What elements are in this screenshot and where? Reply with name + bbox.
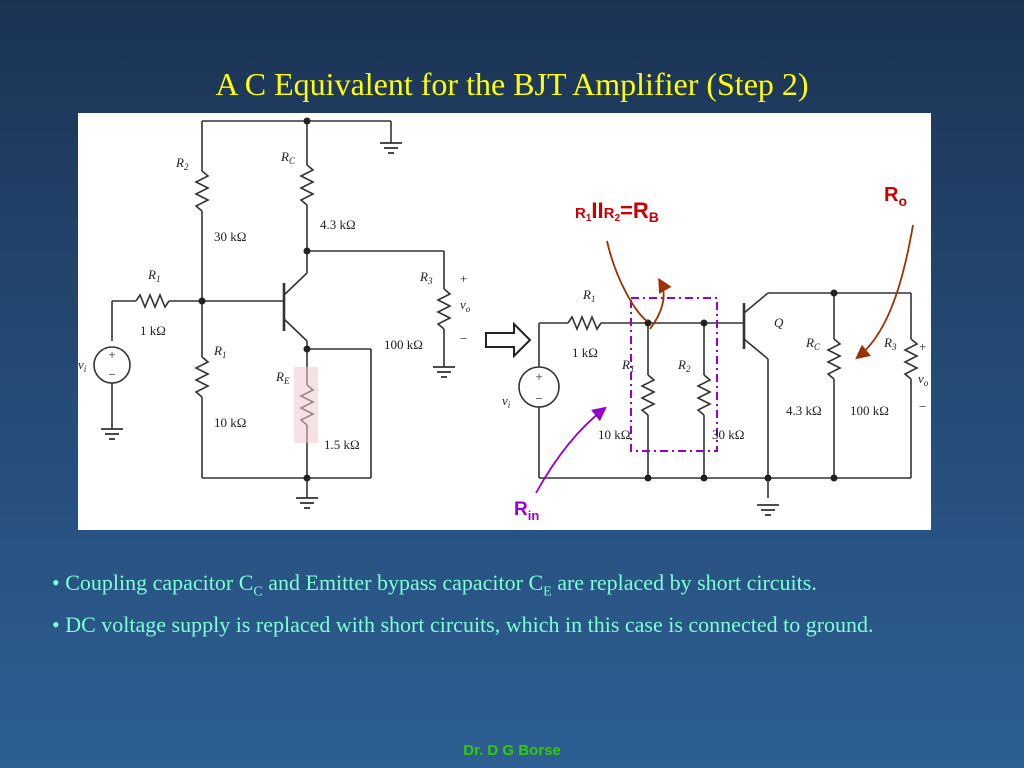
left-junctions (198, 117, 311, 482)
bullet-item: • DC voltage supply is replaced with sho… (52, 612, 874, 638)
right-source-plus: + (535, 369, 542, 384)
left-re-value: 1.5 kΩ (324, 437, 360, 452)
right-r2-resistor (696, 374, 712, 416)
ground-icon (757, 504, 779, 516)
left-r3-label: R3 (419, 269, 433, 286)
right-r2-value: 30 kΩ (712, 427, 744, 442)
right-rs-value: 1 kΩ (572, 345, 598, 360)
right-r2-label: R2 (677, 357, 691, 374)
right-junctions (644, 289, 838, 482)
right-vout-minus: − (919, 399, 926, 414)
left-re-highlight (294, 367, 318, 443)
left-vout-plus: + (460, 271, 467, 286)
left-r3-value: 100 kΩ (384, 337, 423, 352)
left-circuit (93, 120, 452, 498)
right-vin-label: vi (502, 393, 511, 410)
rin-arrow-icon (535, 406, 607, 494)
rb-arrow-icon (649, 277, 672, 330)
right-r1-label: R1 (621, 357, 634, 374)
left-r2-label: R2 (175, 155, 189, 172)
right-rc-resistor (826, 338, 842, 380)
left-source-plus: + (108, 347, 115, 362)
left-r3-resistor (436, 288, 452, 330)
left-r2-value: 30 kΩ (214, 229, 246, 244)
left-source-minus: − (108, 367, 115, 382)
right-q-label: Q (774, 315, 784, 330)
right-source-minus: − (535, 391, 542, 406)
bullet-list: • Coupling capacitor CC and Emitter bypa… (52, 566, 1002, 641)
left-rc-value: 4.3 kΩ (320, 217, 356, 232)
ro-arrow-icon (855, 224, 914, 360)
right-rc-label: RC (805, 335, 821, 352)
slide-title: A C Equivalent for the BJT Amplifier (St… (215, 66, 809, 102)
bullet-item: • Coupling capacitor CC and Emitter bypa… (52, 570, 817, 600)
left-rc-label: RC (280, 149, 296, 166)
right-vout-plus: + (919, 339, 926, 354)
left-rc-resistor (299, 164, 315, 206)
circuit-diagram: + − R2 30 kΩ RC 4.3 kΩ R1 1 kΩ R1 10 kΩ … (78, 117, 929, 523)
left-r2-resistor (194, 170, 210, 212)
right-r1-value: 10 kΩ (598, 427, 630, 442)
transform-arrow-icon (485, 321, 532, 359)
left-r1-resistor (194, 356, 210, 398)
right-rs-resistor (567, 314, 602, 332)
left-rs-resistor (135, 292, 170, 310)
right-rs-label: R1 (582, 287, 595, 304)
right-vout-label: vo (918, 371, 929, 388)
left-r1-label: R1 (213, 343, 226, 360)
right-rc-value: 4.3 kΩ (786, 403, 822, 418)
rb-highlight-box (630, 297, 718, 452)
left-vout-label: vo (460, 297, 471, 314)
ro-annotation: Ro (884, 184, 907, 209)
circuit-figure: + − R2 30 kΩ RC 4.3 kΩ R1 1 kΩ R1 10 kΩ … (78, 113, 931, 530)
right-r3-label: R3 (883, 335, 897, 352)
rb-arrow-icon (606, 240, 648, 322)
left-rs-label: R1 (147, 267, 160, 284)
ground-icon (101, 142, 455, 509)
author-footer: Dr. D G Borse (463, 742, 561, 759)
left-vin-label: vi (78, 357, 87, 374)
right-r3-value: 100 kΩ (850, 403, 889, 418)
rb-annotation: R1IIR2=RB (575, 198, 659, 225)
left-r1-value: 10 kΩ (214, 415, 246, 430)
left-re-label: RE (275, 369, 290, 386)
rin-annotation: Rin (514, 499, 539, 523)
right-r3-resistor (903, 338, 919, 380)
right-r1-resistor (640, 374, 656, 416)
left-vout-minus: − (460, 331, 467, 346)
left-rs-value: 1 kΩ (140, 323, 166, 338)
